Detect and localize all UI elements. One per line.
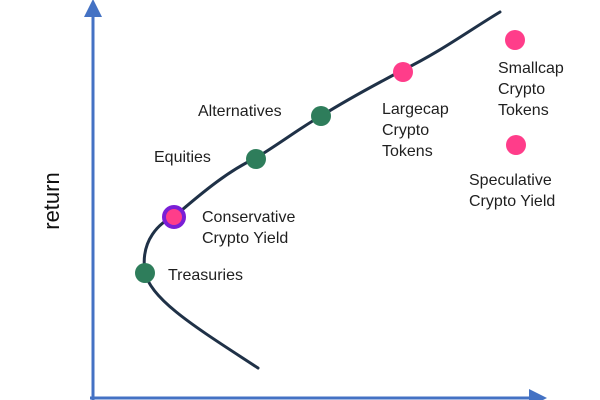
y-axis-label: return [39,172,64,230]
conservative-crypto-yield-point [162,205,186,229]
smallcap-crypto-tokens-label: Smallcap Crypto Tokens [498,60,564,119]
speculative-crypto-yield-point [506,135,526,155]
alternatives-point [311,106,331,126]
equities-point [246,149,266,169]
conservative-crypto-yield-label: Conservative Crypto Yield [202,209,296,247]
largecap-crypto-tokens-label: Largecap Crypto Tokens [382,101,449,160]
treasuries-point [135,263,155,283]
treasuries-label: Treasuries [168,267,243,284]
smallcap-crypto-tokens-point [505,30,525,50]
speculative-crypto-yield-label: Speculative Crypto Yield [469,172,556,210]
alternatives-label: Alternatives [198,103,282,120]
efficient-frontier-curve [142,10,502,370]
equities-label: Equities [154,149,211,166]
largecap-crypto-tokens-point [393,62,413,82]
